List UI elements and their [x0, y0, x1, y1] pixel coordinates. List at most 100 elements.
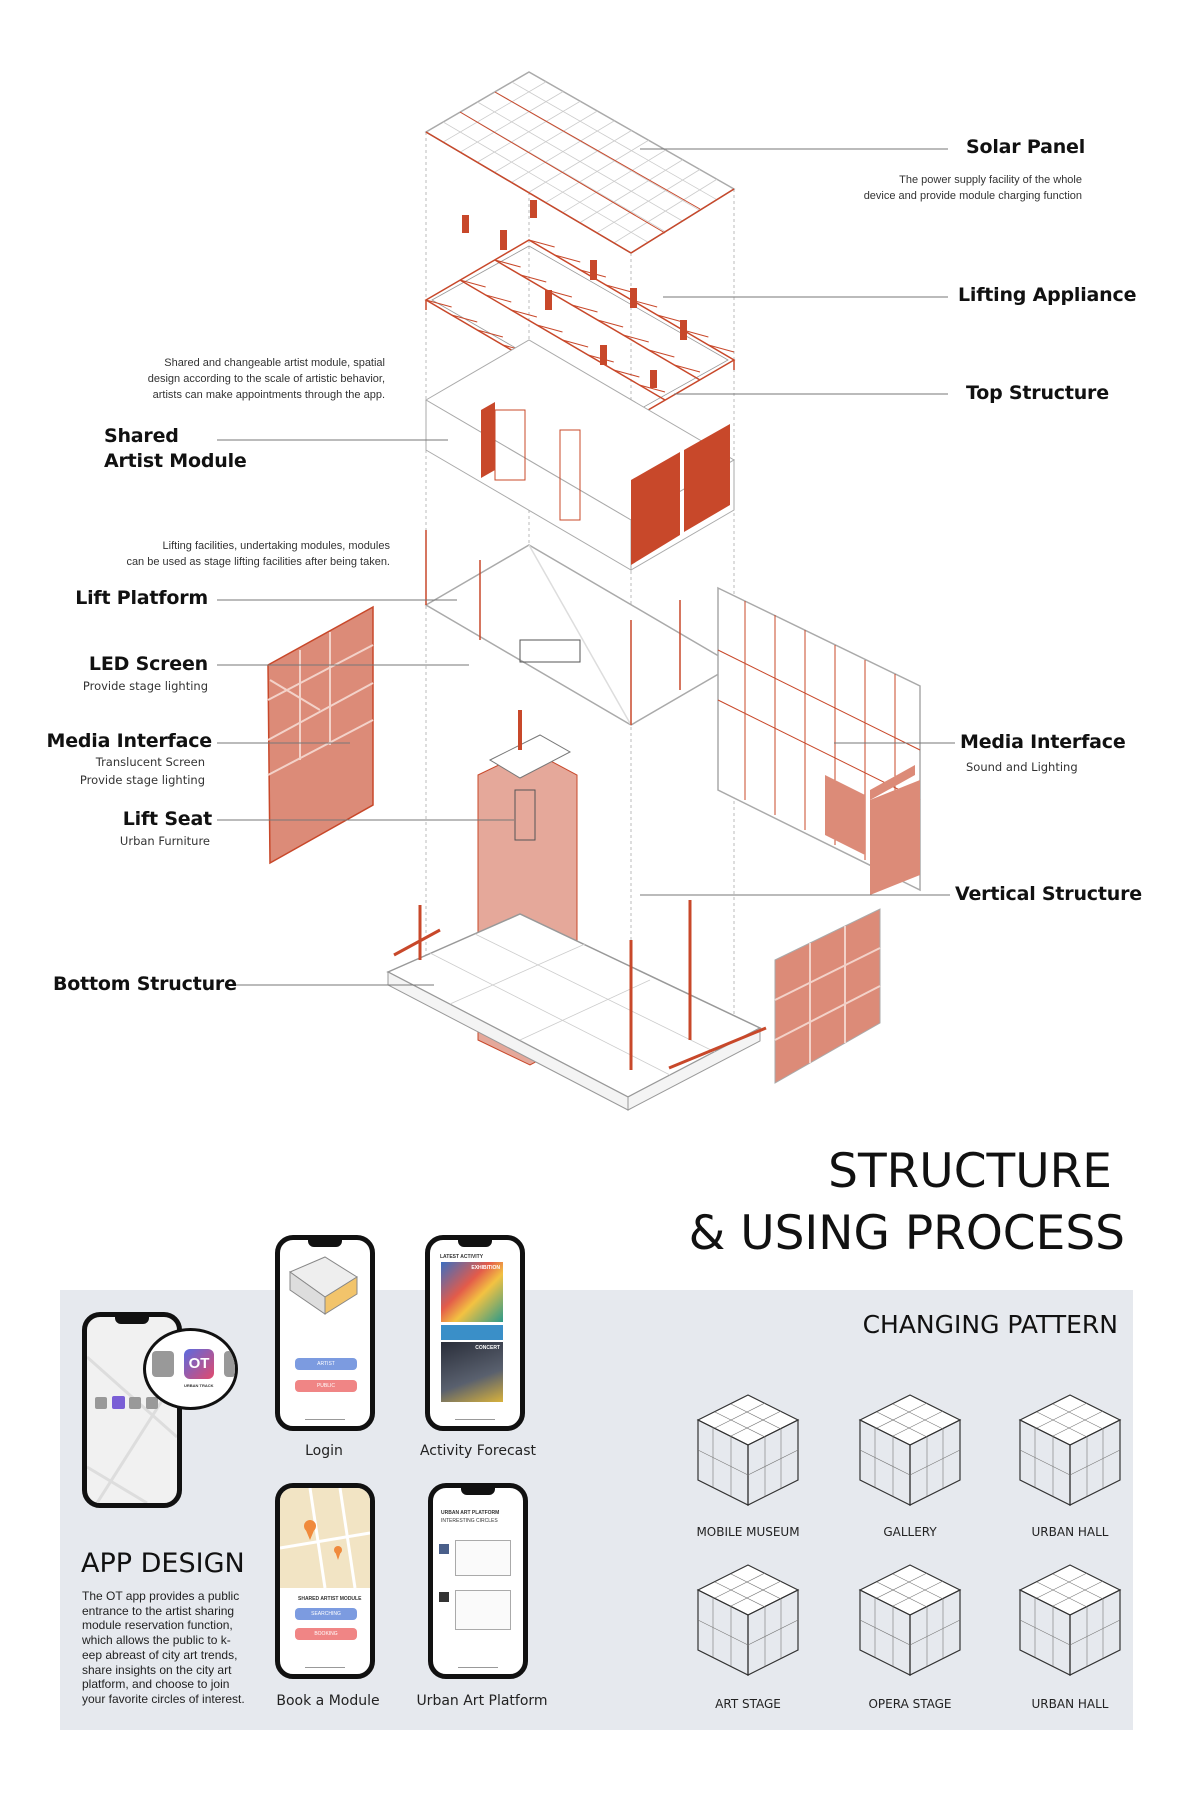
- home-indicator: [455, 1419, 495, 1420]
- desc-line: design according to the scale of artisti…: [147, 373, 385, 385]
- pattern-label: GALLERY: [883, 1525, 937, 1539]
- pattern-axonometric-icon: [1019, 1394, 1121, 1506]
- lift-seat-sub: Urban Furniture: [119, 834, 210, 848]
- changing-pattern-title: CHANGING PATTERN: [862, 1310, 1118, 1339]
- desc-line: The power supply facility of the whole: [899, 174, 1082, 186]
- pattern-axonometric-icon: [697, 1564, 799, 1676]
- pattern-axonometric-icon: [859, 1394, 961, 1506]
- desc-line: Shared and changeable artist module, spa…: [164, 357, 385, 369]
- media-interface-left-sub-2: Provide stage lighting: [79, 773, 205, 787]
- body-line: module reservation function,: [82, 1618, 233, 1633]
- home-indicator: [305, 1667, 345, 1668]
- home-indicator: [305, 1419, 345, 1420]
- label-led-screen: LED Screen: [88, 653, 208, 675]
- post-avatar: [439, 1592, 449, 1602]
- phone-label-book-module: Book a Module: [276, 1693, 380, 1709]
- bottom-structure-drawing: [386, 900, 881, 1111]
- card-title: CONCERT: [475, 1345, 500, 1351]
- label-bottom-structure: Bottom Structure: [53, 973, 237, 995]
- exploded-axonometric-diagram: [217, 71, 955, 1111]
- phone-urban-art-platform-screen: URBAN ART PLATFORM INTERESTING CIRCLES: [428, 1483, 528, 1679]
- app-icon-placeholder: [224, 1351, 235, 1377]
- phone-activity-forecast-screen: LATEST ACTIVITY EXHIBITION CONCERT: [425, 1235, 525, 1431]
- label-top-structure: Top Structure: [966, 382, 1109, 404]
- app-design-title: APP DESIGN: [81, 1548, 245, 1579]
- home-indicator: [458, 1667, 498, 1668]
- post-avatar: [439, 1544, 449, 1554]
- lift-platform-description: Lifting facilities, undertaking modules,…: [126, 538, 390, 570]
- body-line: The OT app provides a public: [82, 1589, 240, 1603]
- latest-activity-header: LATEST ACTIVITY: [440, 1254, 484, 1260]
- pattern-label: URBAN HALL: [1031, 1697, 1109, 1711]
- pattern-label: ART STAGE: [715, 1697, 781, 1711]
- label-media-interface-right: Media Interface: [960, 731, 1126, 753]
- app-name: URBAN TRACK: [184, 1383, 214, 1388]
- body-line: eep abreast of city art trends,: [82, 1647, 238, 1662]
- leader-lines: [217, 148, 955, 986]
- media-interface-right-sub: Sound and Lighting: [966, 760, 1078, 774]
- artist-button[interactable]: ARTIST: [295, 1358, 357, 1370]
- pattern-label: OPERA STAGE: [868, 1697, 952, 1711]
- body-line: which allows the public to k-: [82, 1633, 231, 1648]
- label-vertical-structure: Vertical Structure: [955, 883, 1142, 905]
- phone-login-screen: ARTIST PUBLIC: [275, 1235, 375, 1431]
- module-illustration: [288, 1256, 358, 1315]
- searching-button[interactable]: SEARCHING: [295, 1608, 357, 1620]
- app-icon-placeholder: [152, 1351, 174, 1377]
- pattern-label: MOBILE MUSEUM: [696, 1525, 800, 1539]
- urban-art-platform-header: URBAN ART PLATFORM: [441, 1510, 500, 1516]
- exhibition-card: EXHIBITION: [441, 1262, 503, 1322]
- phone-book-module-screen: SHARED ARTIST MODULE SEARCHING BOOKING: [275, 1483, 375, 1679]
- desc-line: artists can make appointments through th…: [152, 389, 385, 401]
- led-screen-sub: Provide stage lighting: [82, 679, 208, 693]
- shared-artist-module-drawing: [425, 339, 735, 571]
- label-lifting-appliance: Lifting Appliance: [958, 284, 1137, 306]
- map-view: [280, 1488, 370, 1588]
- label-solar-panel: Solar Panel: [966, 136, 1086, 158]
- post-image: [455, 1590, 511, 1630]
- shared-artist-description: Shared and changeable artist module, spa…: [148, 355, 385, 403]
- phone-label-login: Login: [305, 1443, 343, 1459]
- phone-notch: [115, 1317, 149, 1324]
- media-interface-panel-drawing: [717, 586, 921, 895]
- interesting-circles-subheader: INTERESTING CIRCLES: [441, 1518, 498, 1524]
- led-screen-panel-drawing: [267, 605, 374, 865]
- public-button[interactable]: PUBLIC: [295, 1380, 357, 1392]
- app-icon-zoom-bubble: OT URBAN TRACK: [143, 1328, 238, 1410]
- lift-platform-drawing: [424, 530, 736, 726]
- desc-line: device and provide module charging funct…: [863, 190, 1082, 202]
- label-lift-platform: Lift Platform: [75, 587, 208, 609]
- body-line: entrance to the artist sharing: [82, 1603, 235, 1618]
- desc-line: Lifting facilities, undertaking modules,…: [162, 540, 390, 552]
- banner-strip: [441, 1325, 503, 1340]
- pattern-axonometric-icon: [1019, 1564, 1121, 1676]
- label-media-interface-left: Media Interface: [46, 730, 212, 752]
- body-line: platform, and choose to join: [82, 1677, 230, 1692]
- phone-notch: [458, 1240, 492, 1247]
- phone-label-activity-forecast: Activity Forecast: [419, 1443, 537, 1459]
- city-map-background: [87, 1355, 177, 1503]
- solar-panel-drawing: [424, 71, 736, 254]
- map-pin-icon: [304, 1520, 342, 1560]
- pattern-axonometric-icon: [697, 1394, 799, 1506]
- label-lift-seat: Lift Seat: [122, 808, 212, 830]
- post-image: [455, 1540, 511, 1576]
- media-interface-left-sub-1: Translucent Screen: [95, 755, 205, 769]
- shared-artist-module-caption: SHARED ARTIST MODULE: [298, 1596, 362, 1602]
- label-line: Shared: [104, 425, 179, 447]
- body-line: your favorite circles of interest.: [82, 1691, 245, 1706]
- pattern-label: URBAN HALL: [1031, 1525, 1109, 1539]
- phone-notch: [308, 1240, 342, 1247]
- solar-panel-description: The power supply facility of the whole de…: [864, 172, 1082, 204]
- heading-line-1: STRUCTURE: [828, 1144, 1112, 1199]
- card-title: EXHIBITION: [471, 1265, 500, 1271]
- body-line: share insights on the city art: [82, 1662, 232, 1677]
- booking-button[interactable]: BOOKING: [295, 1628, 357, 1640]
- phone-notch: [461, 1488, 495, 1495]
- label-line: Artist Module: [104, 450, 247, 472]
- app-and-pattern-panel: [60, 1290, 1133, 1730]
- pattern-axonometric-icon: [859, 1564, 961, 1676]
- desc-line: can be used as stage lifting facilities …: [126, 556, 390, 568]
